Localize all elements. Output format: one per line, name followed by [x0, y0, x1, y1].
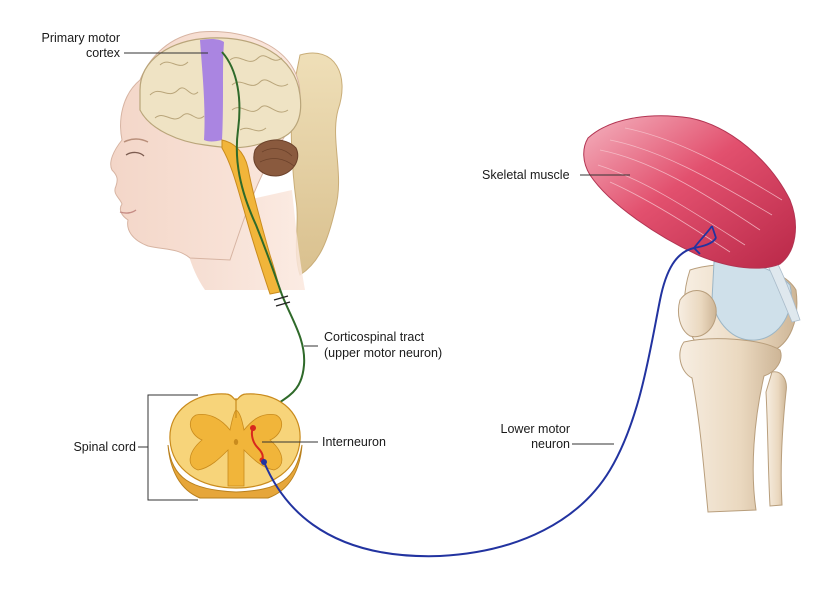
lower-motor-neuron-body: [261, 459, 267, 465]
neuromuscular-junction: [693, 225, 717, 255]
lower-motor-neuron-path: [263, 237, 717, 558]
leader-lines: [124, 52, 630, 501]
mouth: [119, 209, 137, 214]
muscle-fibers: [597, 127, 783, 253]
label-corticospinal-tract-1: Corticospinal tract: [324, 330, 425, 344]
tract-break-marks: [273, 295, 291, 307]
spinal-cord-cross-section: [167, 393, 303, 499]
label-skeletal-muscle: Skeletal muscle: [482, 168, 570, 182]
fibula: [765, 371, 787, 507]
eyebrow: [123, 138, 149, 143]
eye: [125, 151, 145, 157]
ponytail: [290, 52, 343, 276]
head-figure: [110, 31, 343, 295]
label-lower-motor-neuron-1: Lower motor: [500, 422, 570, 436]
spinal-cord-side: [167, 444, 303, 499]
label-primary-motor-cortex-1: Primary motor: [41, 31, 120, 45]
tibia: [679, 338, 782, 513]
interneuron-path: [250, 425, 264, 461]
label-primary-motor-cortex-2: cortex: [85, 46, 120, 60]
label-interneuron: Interneuron: [322, 435, 386, 449]
skeletal-muscle: [583, 115, 796, 269]
central-canal: [233, 439, 239, 445]
label-lower-motor-neuron-2: neuron: [531, 437, 570, 451]
interneuron-body: [250, 425, 256, 431]
patella: [677, 290, 717, 338]
cerebellum: [253, 139, 299, 177]
primary-motor-cortex-strip: [200, 38, 224, 142]
label-spinal-cord: Spinal cord: [73, 440, 136, 454]
label-corticospinal-tract-2: (upper motor neuron): [324, 346, 443, 360]
knee-joint: [583, 115, 801, 513]
